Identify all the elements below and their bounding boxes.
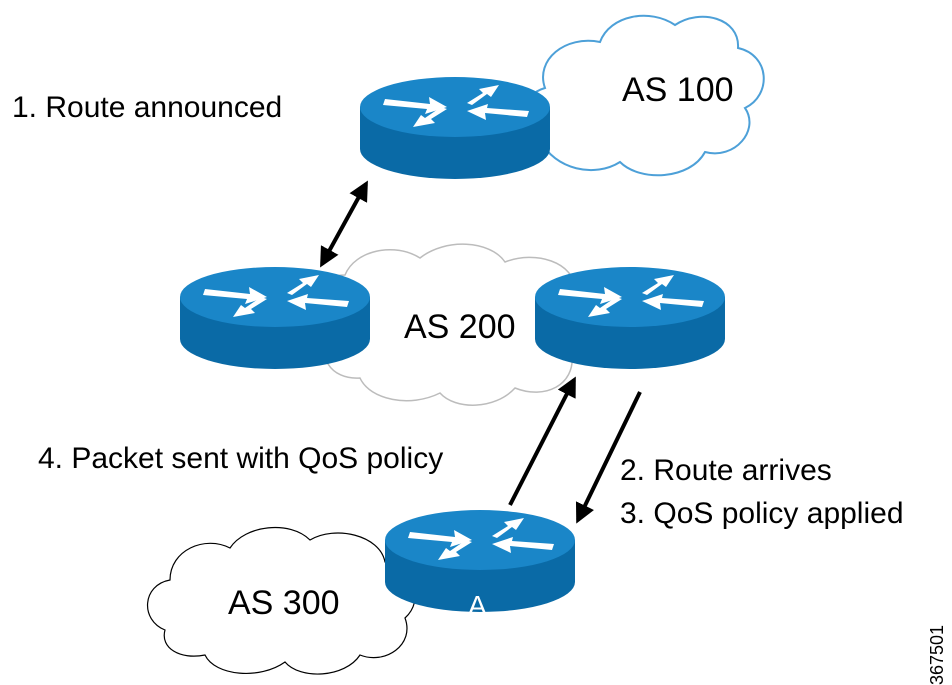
as300-label: AS 300	[228, 584, 340, 622]
as200-label: AS 200	[404, 308, 516, 346]
step1-label: 1. Route announced	[12, 91, 282, 124]
cloud-icon	[522, 14, 765, 177]
figure-id: 367501	[927, 625, 947, 685]
step2-label: 2. Route arrives	[620, 454, 832, 487]
router-icon	[180, 267, 370, 369]
step4-label: 4. Packet sent with QoS policy	[38, 442, 443, 475]
packet-sent-arrow	[508, 376, 576, 506]
bidirectional-arrow	[320, 180, 368, 268]
step3-label: 3. QoS policy applied	[620, 497, 904, 530]
router-a-label: A	[468, 590, 487, 621]
route-arrives-arrow	[575, 391, 642, 524]
router-icon	[360, 77, 550, 179]
as100-label: AS 100	[622, 71, 734, 109]
router-icon	[535, 267, 725, 369]
